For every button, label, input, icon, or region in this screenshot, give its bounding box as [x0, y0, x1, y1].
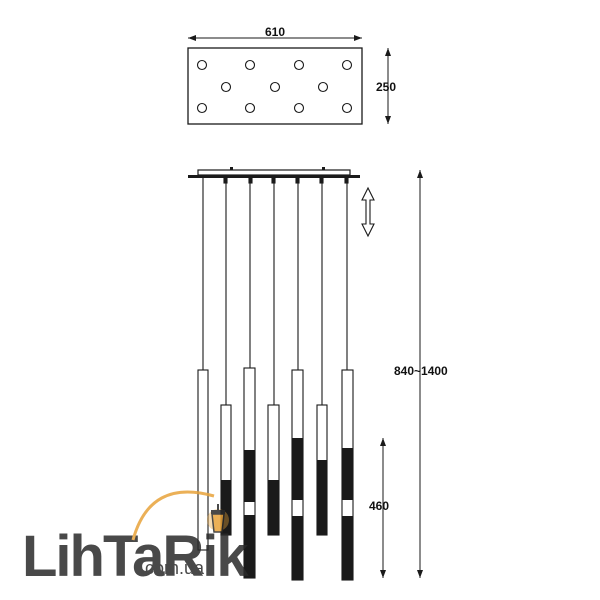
pendants — [197, 177, 354, 581]
ceiling-line — [188, 175, 360, 178]
lantern-icon — [207, 504, 229, 533]
canopy-hole — [269, 81, 281, 93]
height-dimension — [417, 170, 423, 578]
canopy-hole — [244, 59, 256, 71]
logo-brand-text: LihTaRik — [22, 524, 249, 589]
canopy-hole — [293, 102, 305, 114]
depth-dimension — [385, 48, 391, 124]
canopy-screw — [322, 167, 325, 170]
canopy-hole — [196, 102, 208, 114]
top-view: 610 250 — [187, 25, 396, 125]
canopy-hole — [293, 59, 305, 71]
side-view: 840~1400 460 — [188, 167, 448, 581]
canopy-screw — [230, 167, 233, 170]
canopy-plate-top-view — [187, 47, 363, 125]
canopy-hole — [317, 81, 329, 93]
pendant-tube — [197, 369, 209, 551]
adjustable-arrow-icon — [361, 186, 375, 238]
canopy-hole — [244, 102, 256, 114]
canopy-side — [197, 169, 351, 176]
logo-arc — [131, 490, 215, 541]
depth-label: 250 — [376, 80, 396, 94]
width-dimension — [188, 35, 362, 41]
logo-domain-text: .com.ua — [140, 558, 205, 578]
canopy-hole — [220, 81, 232, 93]
pendant-length-dimension — [380, 438, 386, 578]
height-label: 840~1400 — [394, 364, 448, 378]
canopy-hole — [341, 59, 353, 71]
width-label: 610 — [265, 25, 285, 39]
canopy-holes — [196, 59, 353, 114]
watermark-logo: LihTaRik .com.ua — [22, 490, 251, 589]
canopy-hole — [196, 59, 208, 71]
canopy-hole — [341, 102, 353, 114]
pendant-length-label: 460 — [369, 499, 389, 513]
